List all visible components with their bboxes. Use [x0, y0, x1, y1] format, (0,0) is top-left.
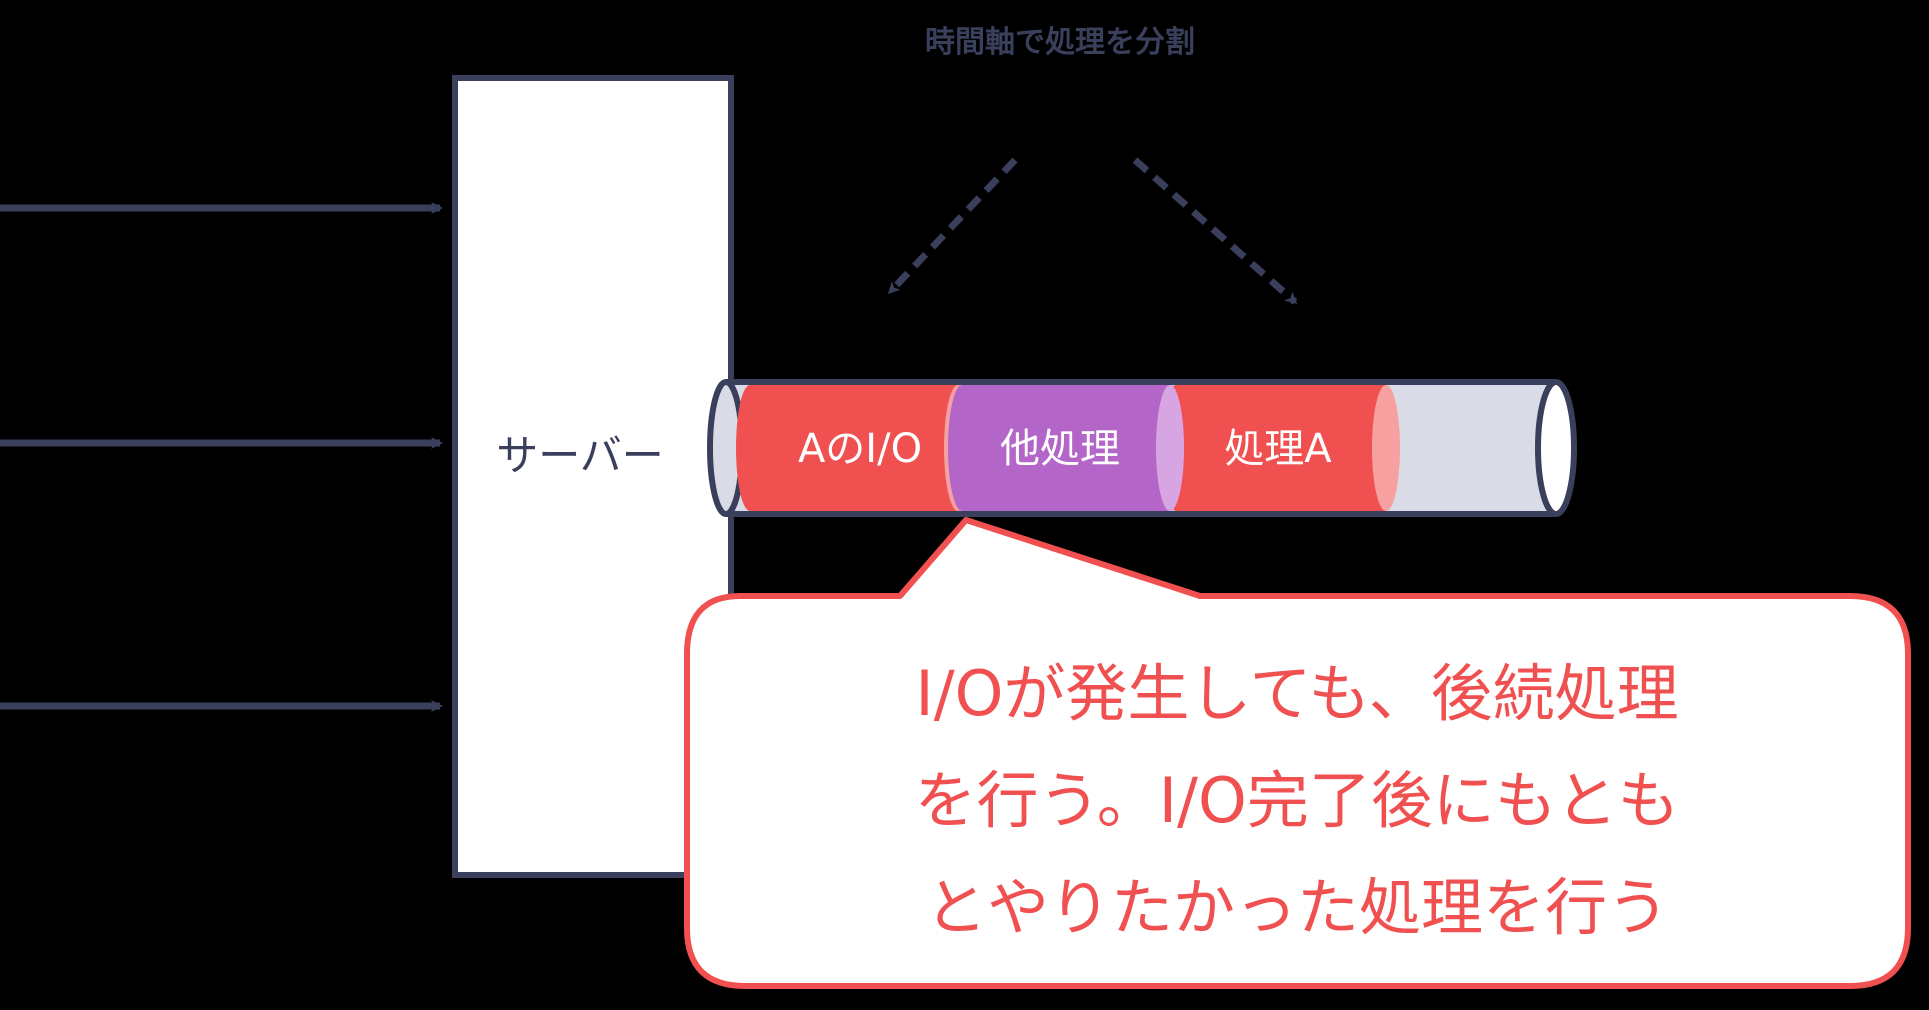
- top-label: 時間軸で処理を分割: [925, 25, 1195, 60]
- segment-label-io: AのI/O: [798, 426, 922, 472]
- callout-line-2: を行う。I/O完了後にもとも: [914, 764, 1679, 837]
- callout: I/Oが発生しても、後続処理 を行う。I/O完了後にもとも とやりたかった処理を…: [684, 517, 1911, 989]
- segment-process: [1176, 385, 1386, 511]
- split-arrow-left: [887, 157, 1018, 295]
- server-label: サーバー: [496, 431, 664, 480]
- segment-label-other: 他処理: [1000, 426, 1120, 472]
- split-arrow-right: [1132, 157, 1298, 305]
- pipe-right-cap: [1535, 379, 1577, 517]
- segment-io: [750, 385, 960, 511]
- callout-line-1: I/Oが発生しても、後続処理: [915, 657, 1678, 730]
- segment-other: [962, 385, 1172, 511]
- split-arrows: [887, 157, 1298, 305]
- callout-bubble: [684, 517, 1911, 989]
- request-arrows: [0, 202, 443, 712]
- timeline-pipe: AのI/O 他処理 処理A: [707, 379, 1577, 517]
- callout-line-3: とやりたかった処理を行う: [925, 871, 1669, 944]
- segment-label-process: 処理A: [1224, 426, 1332, 472]
